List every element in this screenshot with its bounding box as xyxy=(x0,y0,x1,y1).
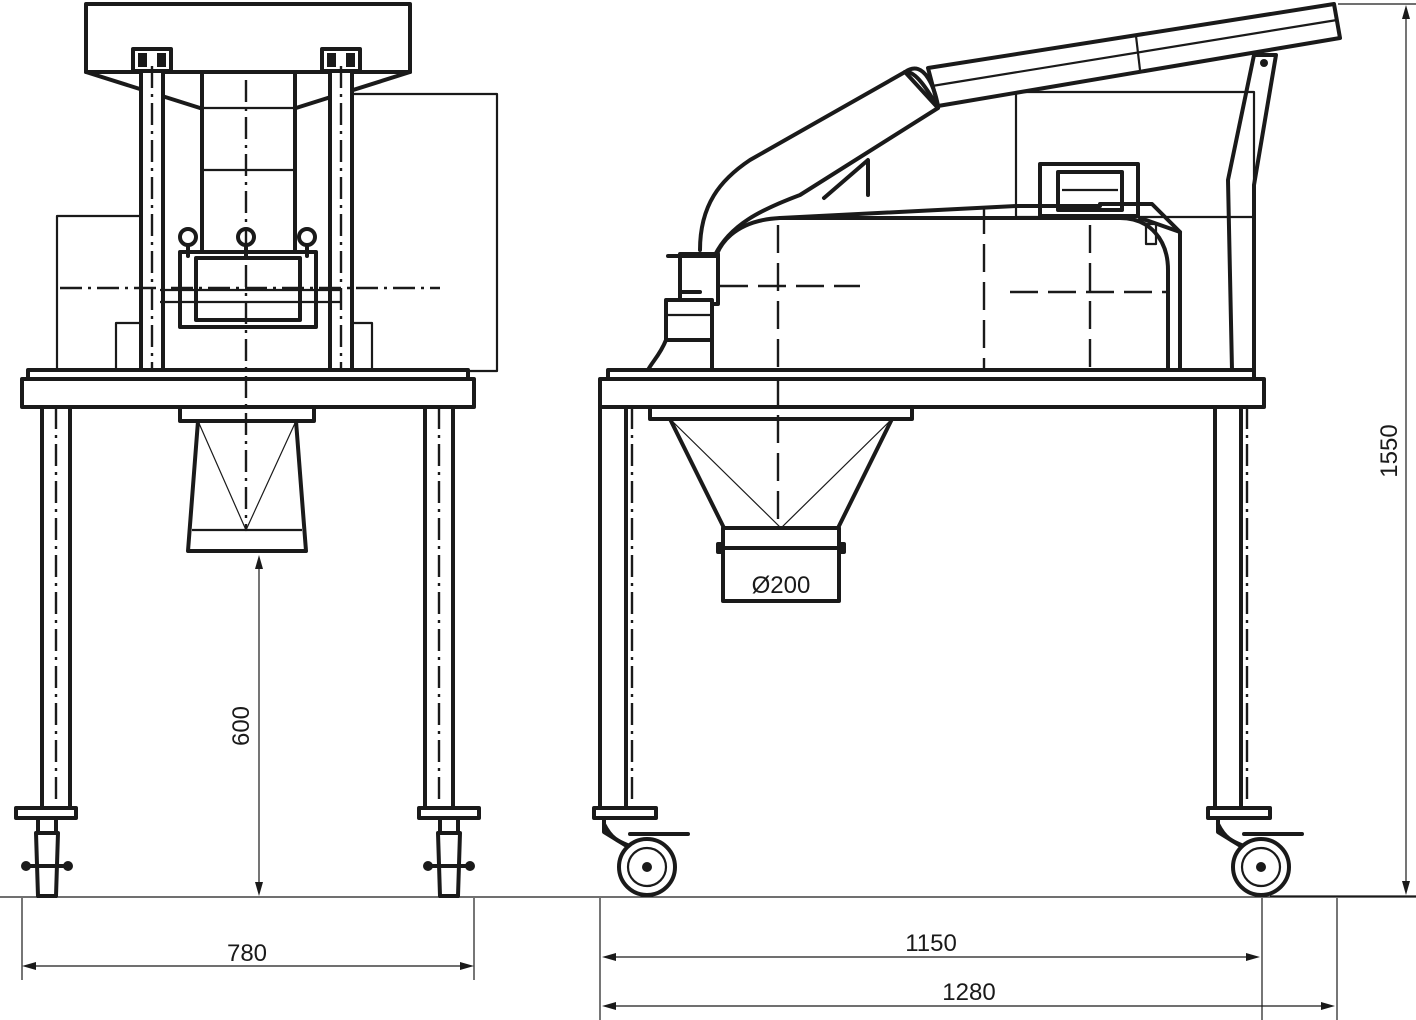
dimension-1150: 1150 xyxy=(599,898,1263,1020)
dimension-600: 600 xyxy=(228,555,263,896)
dimension-780: 780 xyxy=(21,898,475,980)
dimension-1280-label: 1280 xyxy=(942,979,995,1006)
side-frame-beam xyxy=(598,377,1266,409)
front-clamp-knob-1 xyxy=(178,227,198,247)
side-view: Ø200 xyxy=(592,2,1342,897)
dimension-1280: 1280 xyxy=(602,898,1338,1020)
side-inlet-chute xyxy=(698,70,940,257)
side-leg-left xyxy=(598,405,628,810)
dimension-600-label: 600 xyxy=(228,706,255,746)
front-view xyxy=(14,2,499,898)
side-leg-right xyxy=(1213,405,1243,810)
front-frame-beam xyxy=(20,377,476,409)
front-outlet-funnel xyxy=(186,419,308,553)
side-outlet-funnel xyxy=(668,417,894,530)
dimension-1550-label: 1550 xyxy=(1376,424,1403,477)
dimension-1550: 1550 xyxy=(1270,3,1416,897)
dimension-1150-label: 1150 xyxy=(905,930,957,957)
front-side-box xyxy=(55,214,147,373)
front-clamp-knob-3 xyxy=(297,227,317,247)
side-conveyor xyxy=(926,2,1342,108)
side-housing xyxy=(710,216,1170,372)
side-outlet-pipe xyxy=(721,526,841,603)
dimension-780-label: 780 xyxy=(227,940,267,967)
side-conveyor-support xyxy=(1252,53,1278,372)
outlet-diameter-label: Ø200 xyxy=(752,572,811,599)
